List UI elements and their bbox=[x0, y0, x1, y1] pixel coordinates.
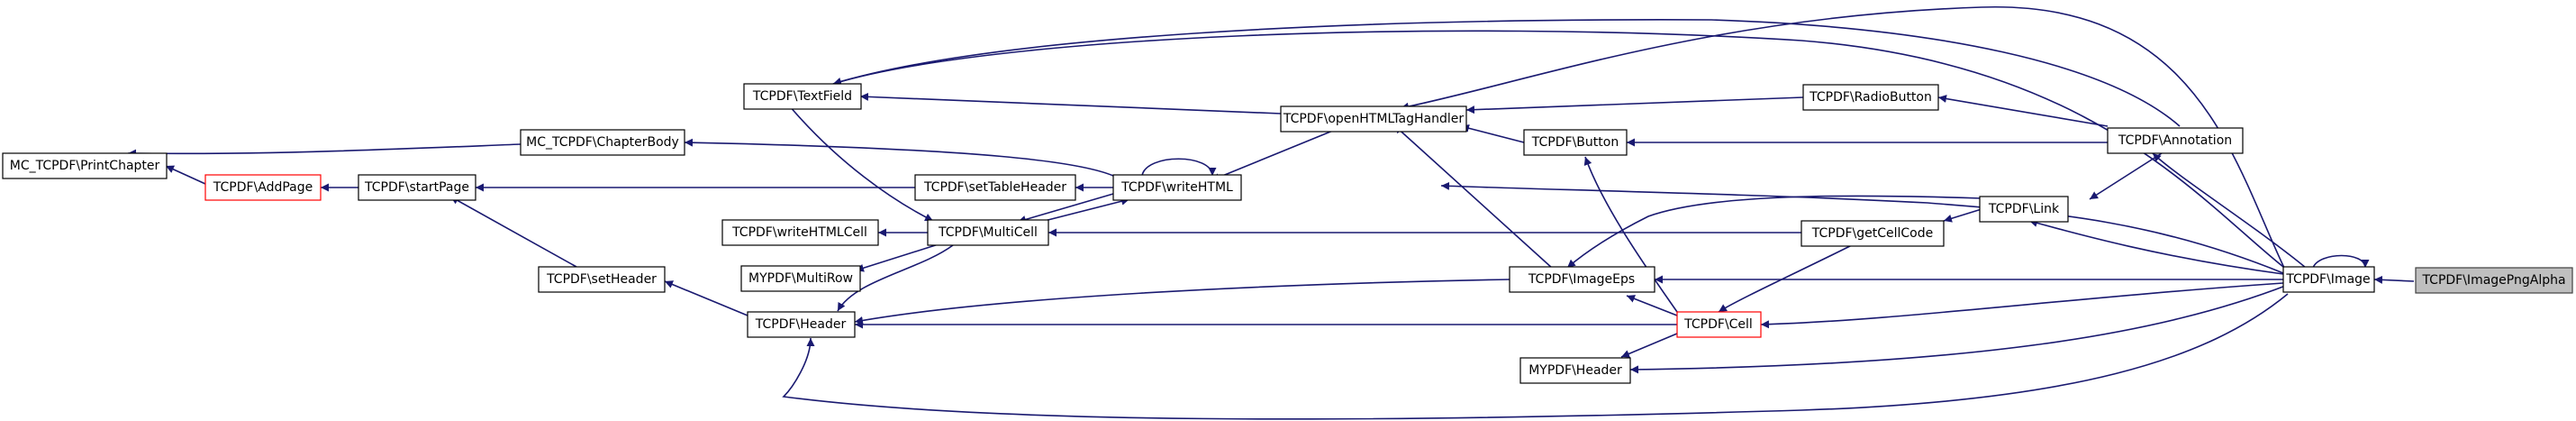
node-label: TCPDF\startPage bbox=[364, 180, 469, 195]
edge-getcellcode-cell bbox=[1718, 243, 1856, 313]
edge-button-openhtmltaghandler bbox=[1460, 124, 1525, 143]
node-textfield[interactable]: TCPDF\TextField bbox=[743, 83, 862, 110]
edge-image-mypdf-header bbox=[1629, 284, 2289, 374]
edge-textfield-multicell bbox=[788, 105, 934, 222]
node-setheader[interactable]: TCPDF\setHeader bbox=[538, 266, 666, 293]
edge-link-getcellcode bbox=[1943, 208, 1982, 223]
node-label: MC_TCPDF\ChapterBody bbox=[526, 135, 679, 150]
edge-openhtmltaghandler-textfield bbox=[859, 92, 1282, 114]
nodes: MC_TCPDF\PrintChapter TCPDF\AddPage TCPD… bbox=[2, 83, 2573, 384]
node-label: TCPDF\Header bbox=[755, 317, 847, 332]
node-label: TCPDF\AddPage bbox=[213, 180, 313, 195]
edge-image-tcpdf-header bbox=[782, 293, 2289, 420]
node-label: TCPDF\setTableHeader bbox=[923, 180, 1066, 195]
edge-annotation-link bbox=[2089, 152, 2163, 200]
edge-writehtml-multicell bbox=[1017, 193, 1114, 224]
node-label: TCPDF\TextField bbox=[752, 89, 852, 104]
node-label: TCPDF\ImagePngAlpha bbox=[2421, 273, 2565, 288]
node-chapterbody[interactable]: MC_TCPDF\ChapterBody bbox=[520, 129, 685, 156]
node-settableheader[interactable]: TCPDF\setTableHeader bbox=[914, 174, 1076, 201]
edge-writehtml-self-loop bbox=[1141, 158, 1217, 177]
node-button[interactable]: TCPDF\Button bbox=[1523, 129, 1628, 156]
edge-setheader-startpage bbox=[449, 196, 577, 268]
node-addpage[interactable]: TCPDF\AddPage bbox=[204, 174, 322, 201]
node-label: TCPDF\ImageEps bbox=[1528, 272, 1635, 287]
node-getcellcode[interactable]: TCPDF\getCellCode bbox=[1800, 220, 1945, 247]
edge-imagepngalpha-image bbox=[2373, 275, 2415, 284]
node-link[interactable]: TCPDF\Link bbox=[1979, 196, 2069, 223]
edge-image-link bbox=[2028, 219, 2284, 275]
node-imagepngalpha[interactable]: TCPDF\ImagePngAlpha bbox=[2415, 267, 2573, 294]
edge-multicell-tcpdf-header bbox=[837, 244, 954, 312]
edge-cell-imageeps bbox=[1626, 295, 1678, 316]
node-writehtml[interactable]: TCPDF\writeHTML bbox=[1112, 174, 1242, 201]
node-mc-printchapter[interactable]: MC_TCPDF\PrintChapter bbox=[2, 152, 168, 179]
node-label: TCPDF\Cell bbox=[1683, 317, 1753, 332]
edge-image-cell bbox=[1760, 282, 2284, 329]
node-image[interactable]: TCPDF\Image bbox=[2282, 266, 2375, 293]
node-label: TCPDF\Image bbox=[2285, 272, 2370, 287]
node-cell[interactable]: TCPDF\Cell bbox=[1676, 311, 1762, 338]
node-label: TCPDF\RadioButton bbox=[1809, 90, 1932, 105]
edge-image-textfield bbox=[832, 30, 2284, 268]
edge-annotation-radiobutton bbox=[1937, 95, 2109, 127]
node-startpage[interactable]: TCPDF\startPage bbox=[358, 174, 476, 201]
node-imageeps[interactable]: TCPDF\ImageEps bbox=[1509, 266, 1655, 293]
edge-image-multicell bbox=[1440, 181, 2284, 274]
node-label: MYPDF\MultiRow bbox=[748, 271, 853, 286]
node-openhtmltaghandler[interactable]: TCPDF\openHTMLTagHandler bbox=[1280, 105, 1467, 133]
edge-imageeps-openhtmltaghandler bbox=[1393, 124, 1554, 270]
edge-cell-button bbox=[1583, 156, 1678, 313]
node-label: TCPDF\writeHTMLCell bbox=[731, 225, 867, 240]
edge-image-annotation bbox=[2152, 152, 2307, 269]
node-multicell[interactable]: TCPDF\MultiCell bbox=[927, 219, 1049, 246]
node-label: TCPDF\Link bbox=[1988, 202, 2060, 216]
node-label: TCPDF\Annotation bbox=[2118, 133, 2232, 148]
node-mypdf-header[interactable]: MYPDF\Header bbox=[1519, 357, 1631, 384]
node-label: TCPDF\Button bbox=[1531, 135, 1619, 150]
node-label: TCPDF\getCellCode bbox=[1811, 226, 1934, 241]
edge-cell-mypdf-header bbox=[1620, 333, 1678, 358]
node-label: TCPDF\openHTMLTagHandler bbox=[1283, 112, 1465, 126]
node-label: TCPDF\writeHTML bbox=[1120, 180, 1233, 195]
node-label: MYPDF\Header bbox=[1528, 363, 1622, 378]
node-label: TCPDF\MultiCell bbox=[938, 225, 1038, 240]
node-annotation[interactable]: TCPDF\Annotation bbox=[2107, 127, 2244, 154]
node-label: TCPDF\setHeader bbox=[546, 272, 657, 287]
edge-link-imageeps bbox=[1566, 195, 1982, 269]
edges bbox=[127, 6, 2415, 420]
edge-annotation-textfield bbox=[832, 19, 2181, 127]
node-radiobutton[interactable]: TCPDF\RadioButton bbox=[1802, 84, 1939, 111]
edge-radiobutton-openhtmltaghandler bbox=[1465, 96, 1804, 114]
edge-openhtmltaghandler-writehtml bbox=[1211, 125, 1345, 181]
edge-chapterbody-printchapter bbox=[127, 143, 522, 158]
edge-writehtml-chapterbody bbox=[684, 138, 1114, 177]
edge-multicell-mypdf-multirow bbox=[855, 243, 942, 272]
node-mypdf-multirow[interactable]: MYPDF\MultiRow bbox=[740, 265, 861, 292]
edge-imageeps-tcpdf-header bbox=[854, 279, 1510, 325]
node-label: MC_TCPDF\PrintChapter bbox=[10, 159, 160, 173]
node-writehtmlcell[interactable]: TCPDF\writeHTMLCell bbox=[721, 219, 879, 246]
node-tcpdf-header[interactable]: TCPDF\Header bbox=[747, 311, 856, 338]
edge-addpage-printchapter bbox=[165, 165, 206, 185]
edge-tcpdf-header-setheader bbox=[664, 280, 748, 316]
edge-image-self-loop bbox=[2312, 254, 2370, 269]
